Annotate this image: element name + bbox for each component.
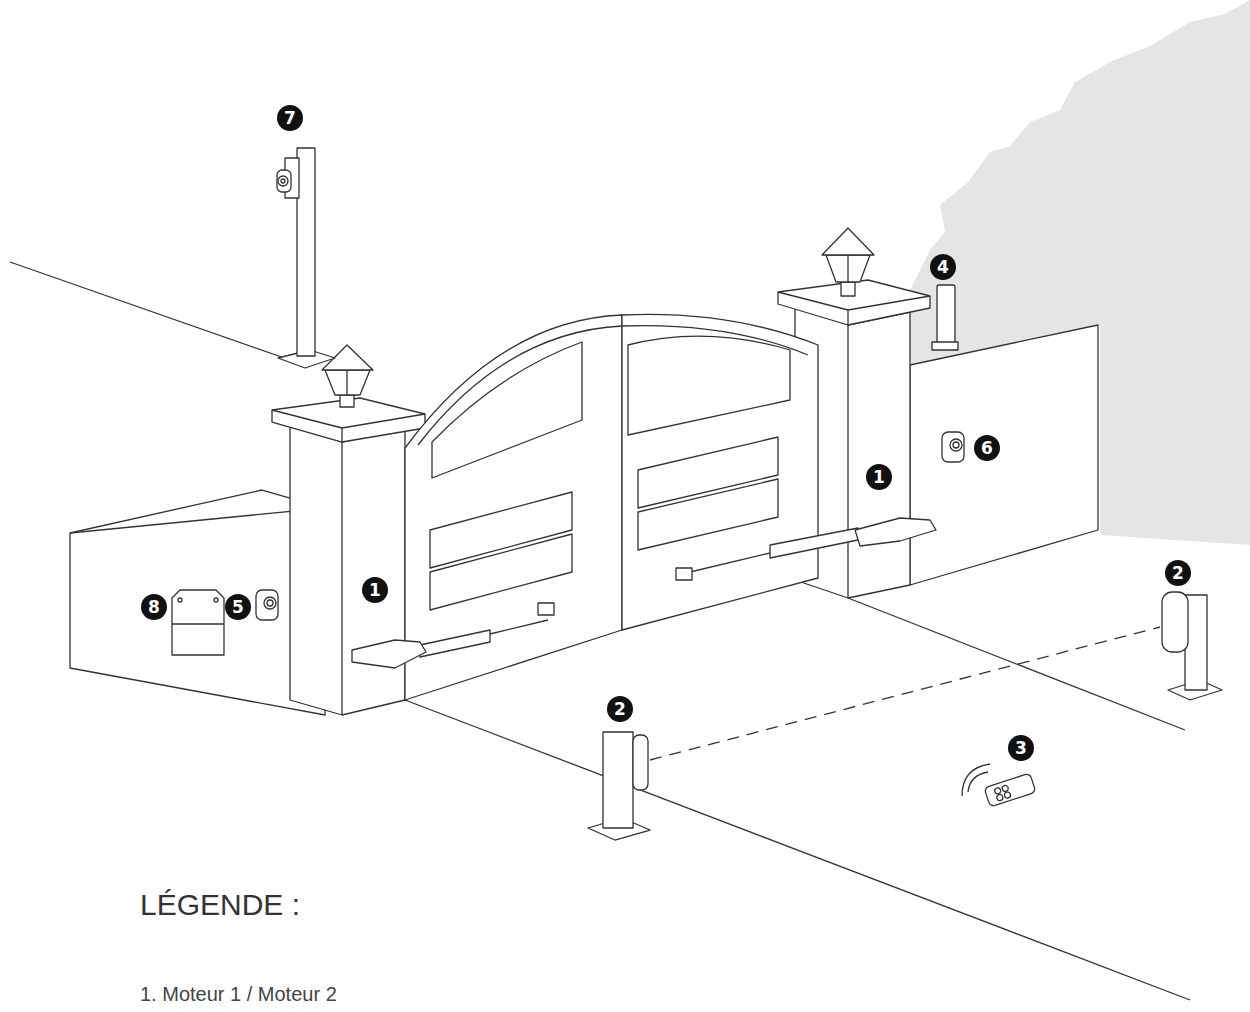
- legend-heading: LÉGENDE :: [140, 888, 300, 922]
- antenna: [932, 285, 958, 350]
- left-wall-edge: [70, 508, 325, 533]
- callout-number: 8: [141, 594, 167, 620]
- control-box: [172, 590, 224, 655]
- callout-number: 7: [277, 105, 303, 131]
- signal-waves: [962, 764, 990, 796]
- gate-leaf-right: [622, 314, 818, 630]
- photocell-post: [588, 732, 650, 840]
- callout-number: 1: [362, 577, 388, 603]
- left-pillar: [290, 424, 405, 715]
- intercom-post: [277, 148, 335, 368]
- callout-number: 1: [866, 464, 892, 490]
- right-pillar-cap: [778, 280, 930, 325]
- keypad: [942, 432, 964, 462]
- remote-control: [984, 773, 1036, 807]
- callout-number: 2: [1165, 560, 1191, 586]
- right-pillar-edge: [847, 325, 848, 598]
- motor-arm: [676, 518, 936, 580]
- infrared-beam: [650, 627, 1160, 760]
- gate-panel: [638, 437, 778, 508]
- motor-arm: [352, 603, 554, 668]
- right-pillar-cap-edge: [778, 292, 930, 325]
- callout-number: 3: [1008, 735, 1034, 761]
- lamp: [322, 345, 373, 407]
- keypad: [256, 590, 278, 620]
- gate-panel: [638, 479, 778, 550]
- gate-window: [432, 342, 582, 478]
- callout-number: 5: [225, 594, 251, 620]
- left-pillar-cap-edge: [272, 410, 425, 442]
- left-wall: [70, 490, 325, 715]
- gate-window: [628, 336, 790, 435]
- callout-number: 6: [974, 435, 1000, 461]
- gate-arch-inner: [418, 326, 808, 445]
- gate-leaf-left: [405, 315, 622, 700]
- gate-panel: [430, 534, 572, 610]
- callout-number: 2: [607, 696, 633, 722]
- gate-panel: [430, 492, 572, 568]
- ground-line: [405, 700, 1190, 1000]
- lamp: [822, 228, 874, 296]
- photocell-post: [1162, 592, 1222, 700]
- right-wall: [910, 325, 1098, 585]
- callout-number: 4: [930, 254, 956, 280]
- left-pillar-edge: [341, 442, 342, 715]
- ground-line: [10, 262, 290, 360]
- ground-line: [848, 598, 1185, 730]
- legend-item: 1. Moteur 1 / Moteur 2: [140, 982, 337, 1006]
